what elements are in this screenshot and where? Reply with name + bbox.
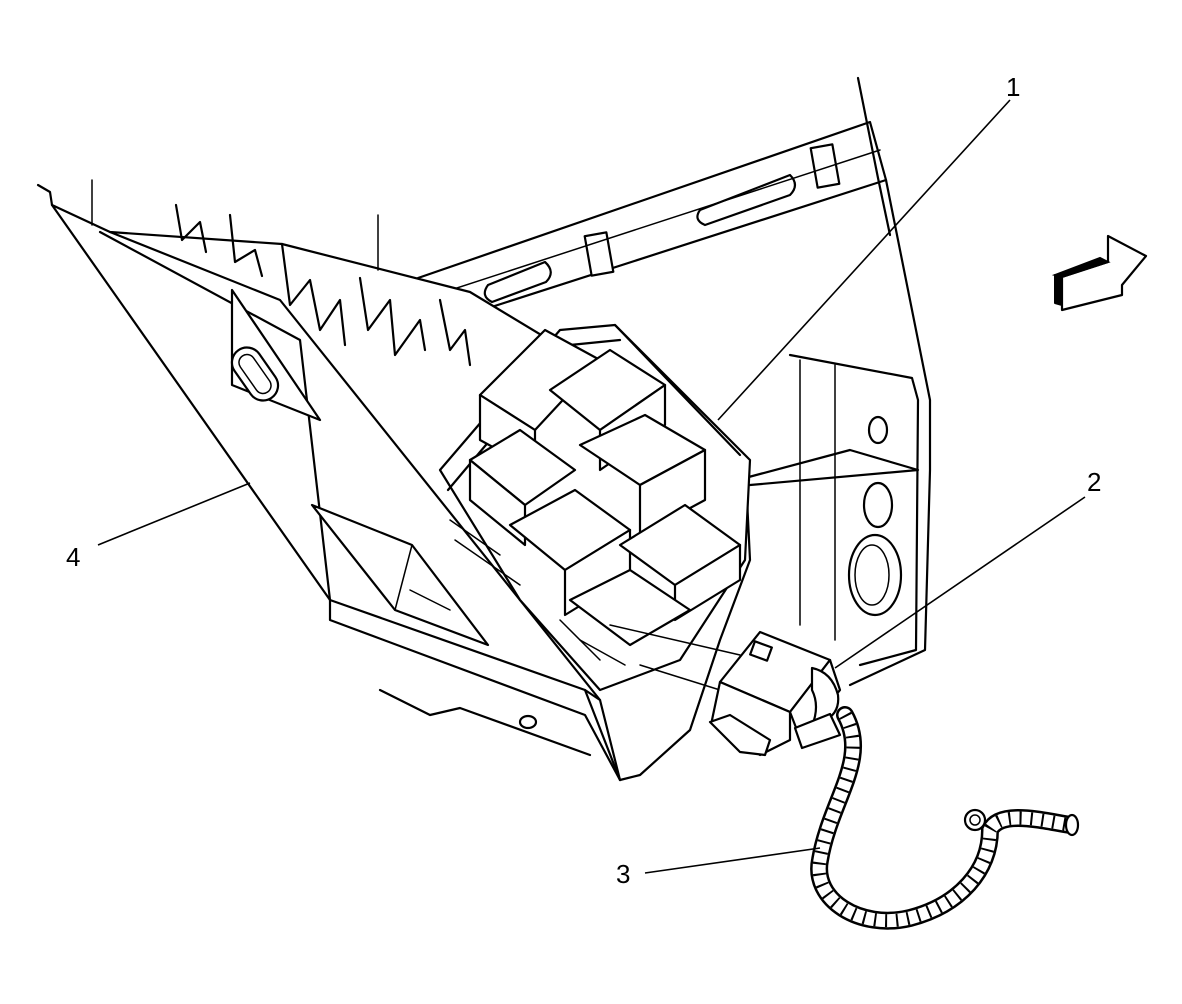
leader-line-1 (717, 99, 1011, 421)
callout-label-2: 2 (1087, 467, 1101, 497)
side-plate (743, 353, 920, 667)
leader-line-4 (97, 482, 251, 546)
callout-label-4: 4 (66, 542, 80, 572)
callout-label-1: 1 (1006, 72, 1020, 102)
leader-line-2 (834, 496, 1086, 669)
relay-connector (609, 624, 842, 757)
forward-arrow-icon (1051, 234, 1148, 312)
leader-line-3 (644, 847, 821, 874)
relay-center (438, 323, 752, 692)
frame-rail (416, 76, 932, 687)
callout-label-3: 3 (616, 859, 630, 889)
wiring-harness (810, 706, 1080, 930)
